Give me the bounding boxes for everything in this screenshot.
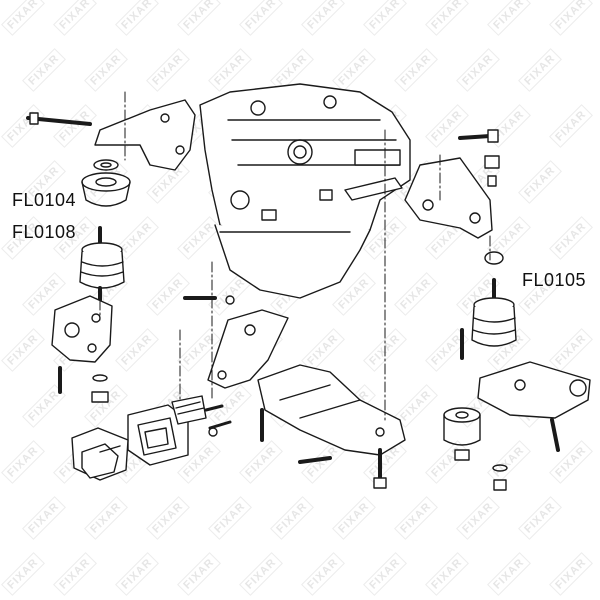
transmission-mount-housing bbox=[127, 395, 232, 466]
rubber-mount-left bbox=[79, 226, 125, 302]
cylindrical-mount bbox=[443, 407, 481, 461]
part-label-fl0105: FL0105 bbox=[522, 270, 587, 290]
right-upper-bracket bbox=[404, 129, 500, 239]
part-label-fl0104: FL0104 bbox=[12, 190, 77, 210]
rubber-block bbox=[71, 427, 129, 481]
engine-block bbox=[199, 83, 411, 299]
subframe-bracket bbox=[257, 364, 406, 489]
assembly-lines bbox=[99, 91, 491, 421]
part-label-fl0108: FL0108 bbox=[12, 222, 77, 242]
upper-mount-stack bbox=[81, 159, 131, 207]
rubber-mount-right bbox=[471, 251, 517, 347]
lower-left-bracket bbox=[51, 295, 113, 403]
upper-left-bracket bbox=[26, 99, 196, 171]
right-lower-bracket bbox=[460, 328, 591, 491]
middle-bracket bbox=[183, 295, 289, 389]
